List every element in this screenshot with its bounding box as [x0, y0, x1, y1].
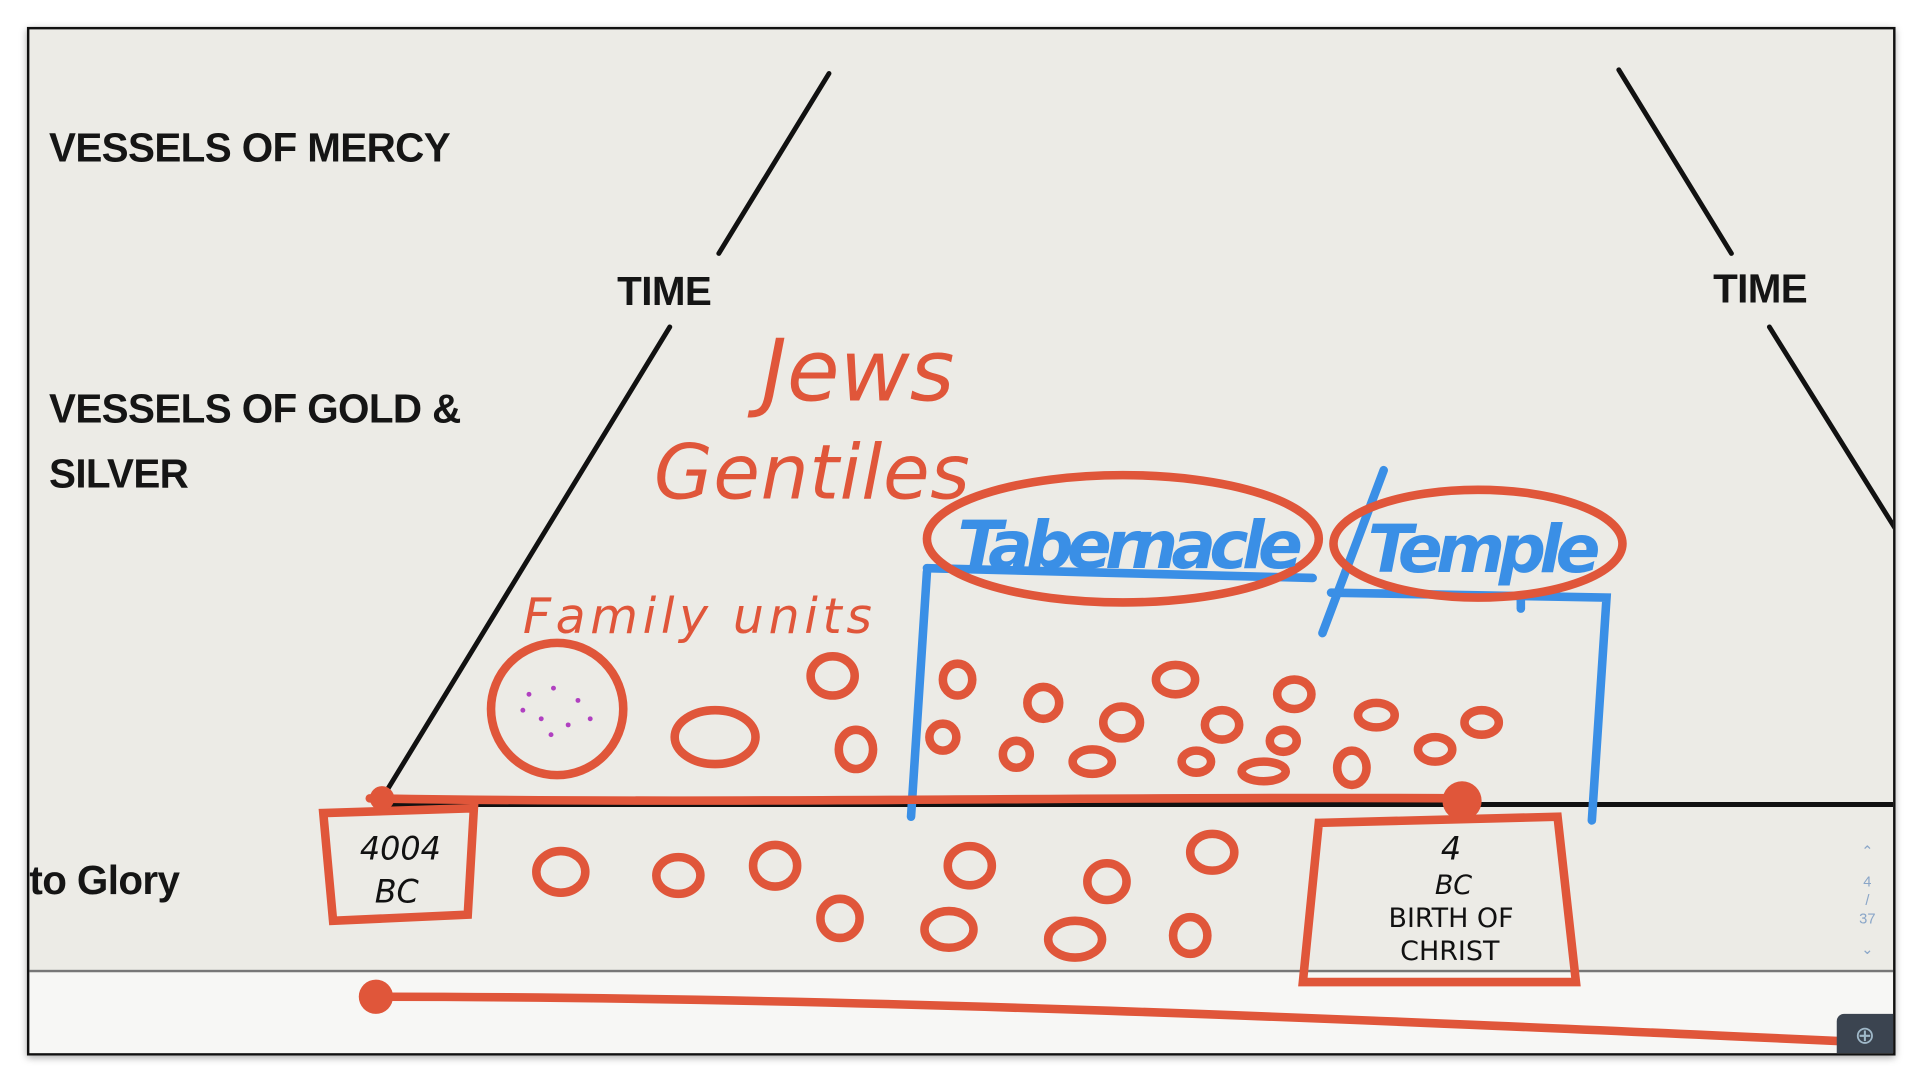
label-silver: SILVER: [48, 450, 189, 496]
total-pages: 37: [1859, 909, 1876, 927]
date-end-era: BC: [1435, 870, 1472, 901]
page-separator: /: [1865, 891, 1870, 909]
chevron-down-icon[interactable]: ⌄: [1861, 940, 1874, 958]
family-dots: [520, 685, 593, 738]
date-end-year: 4: [1441, 830, 1461, 868]
time-lines: [379, 67, 1894, 807]
date-end-christ: CHRIST: [1400, 936, 1500, 967]
annotation-gentiles: Gentiles: [654, 428, 970, 516]
slide-frame: VESSELS OF MERCY TIME TIME VESSELS OF GO…: [26, 26, 1896, 1056]
red-ink: [318, 470, 1893, 1048]
annotation-tabernacle: Tabernacle: [958, 507, 1303, 584]
chevron-up-icon[interactable]: ⌃: [1861, 842, 1874, 860]
annotation-family-units: Family units: [523, 588, 872, 645]
zoom-in-icon: ⊕: [1854, 1021, 1876, 1049]
date-start-year: 4004: [360, 830, 441, 868]
current-page: 4: [1863, 873, 1872, 891]
label-vessels-of-mercy: VESSELS OF MERCY: [48, 124, 451, 171]
red-dots: [358, 781, 1482, 1014]
label-to-glory: to Glory: [29, 857, 180, 903]
label-vessels-gold: VESSELS OF GOLD &: [48, 385, 461, 432]
annotation-temple: Temple: [1368, 511, 1601, 588]
label-time-right: TIME: [1713, 265, 1808, 312]
label-time-left: TIME: [617, 268, 712, 314]
date-end-birth: BIRTH OF: [1388, 903, 1513, 934]
diagram-drawing: Jews Gentiles Family units Tabernacle Te…: [318, 67, 1894, 1048]
annotation-jews: Jews: [747, 321, 955, 421]
zoom-button[interactable]: ⊕: [1836, 1013, 1894, 1054]
bottom-bar: [29, 969, 1894, 1054]
date-labels: 4004 BC 4 BC BIRTH OF CHRIST: [360, 830, 1514, 967]
page-indicator: ⌃ 4 / 37 ⌄: [1851, 842, 1883, 958]
date-start-era: BC: [375, 872, 420, 910]
